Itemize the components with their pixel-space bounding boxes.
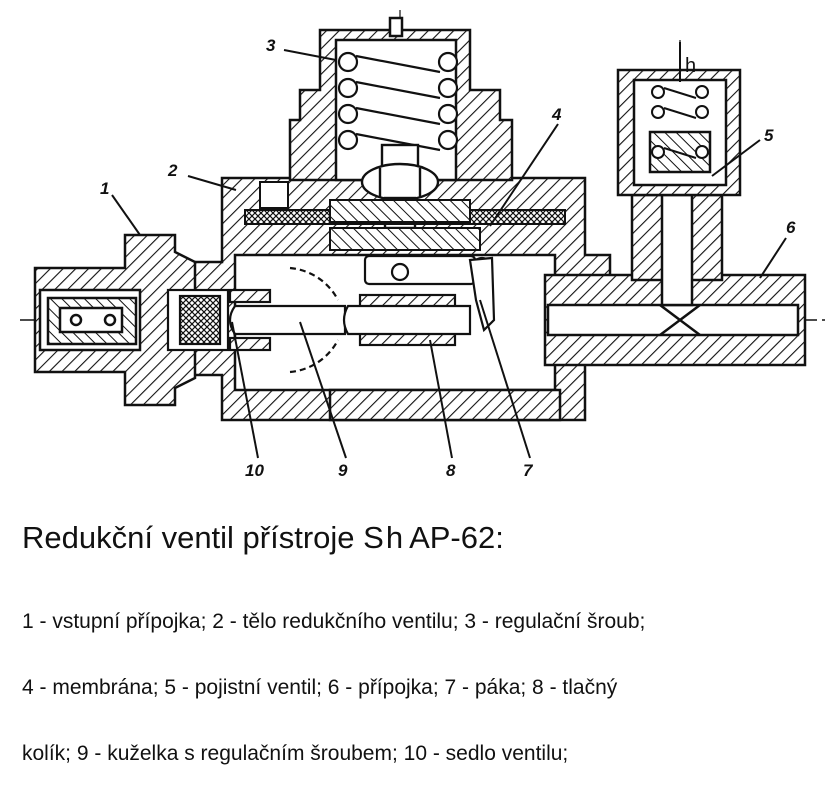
main-spring [337,51,459,152]
push-pin [342,293,472,347]
legend-line-2: 4 - membrána; 5 - pojistní ventil; 6 - p… [22,676,618,699]
part-label-10: 10 [245,461,264,480]
part-label-5: 5 [764,126,774,145]
valve-cross-section-drawing: 1 2 3 4 5 6 7 8 9 10 h [20,10,830,480]
legend-line-1: 1 - vstupní přípojka; 2 - tělo redukčníh… [22,610,646,633]
safety-valve [616,42,742,197]
lever [363,254,496,333]
leader-lines [111,49,787,459]
caption-title-part1: Redukční ventil přístroje S [22,520,384,555]
part-label-4: 4 [551,105,562,124]
caption-legend: 1 - vstupní přípojka; 2 - tělo redukčníh… [22,572,822,803]
legend-line-3: kolík; 9 - kuželka s regulačním šroubem;… [22,742,569,765]
part-label-6: 6 [786,218,796,237]
stroke-label-h: h [685,55,696,77]
caption-title-part3: AP-62: [409,520,504,555]
part-label-7: 7 [523,461,534,480]
valve-seat [166,288,272,352]
valve-cone [228,266,347,374]
safety-valve-spring [651,85,709,159]
outlet-connection [543,193,807,367]
membrane [244,181,566,251]
part-label-1: 1 [100,179,109,198]
part-label-3: 3 [266,36,276,55]
part-label-2: 2 [167,161,178,180]
inlet-connection [33,233,197,407]
caption-title-part2: h [385,520,404,555]
part-label-8: 8 [446,461,456,480]
part-label-9: 9 [338,461,348,480]
